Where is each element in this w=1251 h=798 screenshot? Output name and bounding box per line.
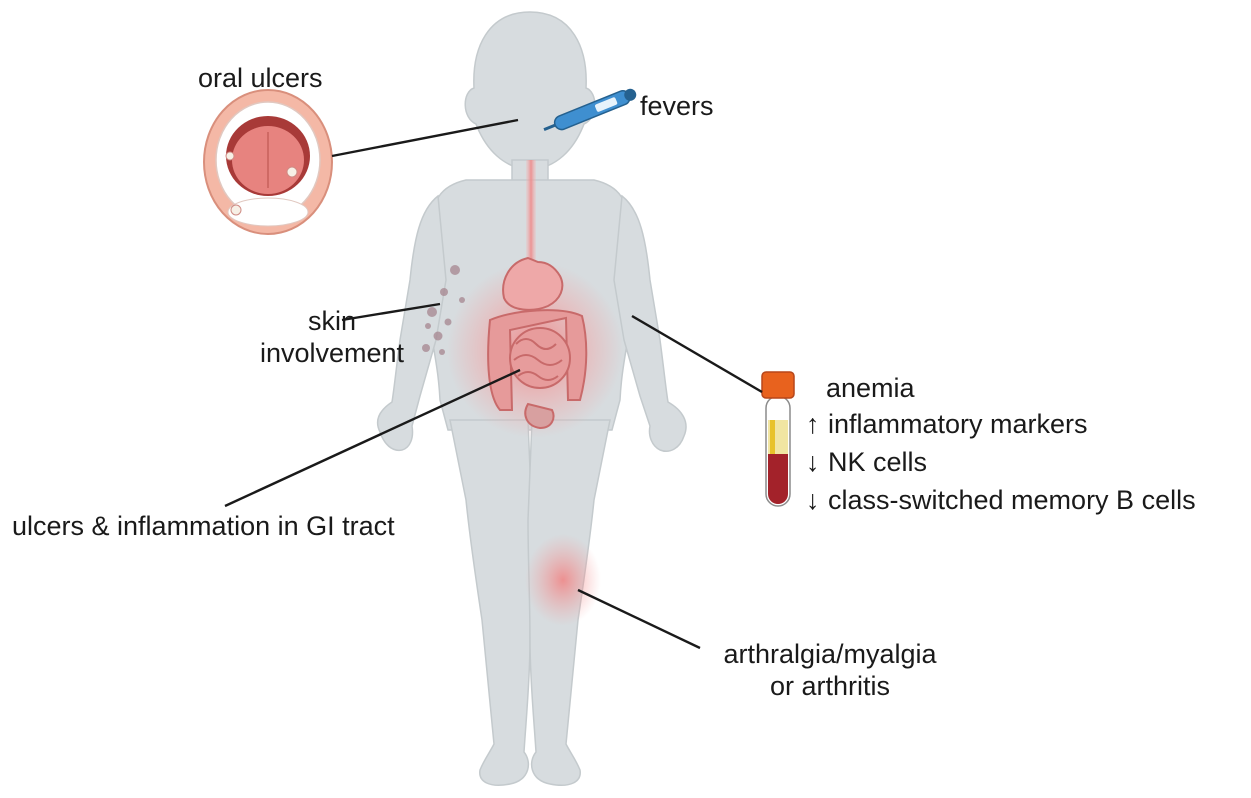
bcells-text: class-switched memory B cells: [828, 485, 1196, 515]
inflammatory-markers-label: ↑inflammatory markers: [806, 408, 1088, 440]
up-arrow-icon: ↑: [806, 408, 828, 440]
down-arrow-icon: ↓: [806, 446, 828, 478]
oral-ulcers-label: oral ulcers: [198, 62, 323, 94]
fevers-label: fevers: [640, 90, 714, 122]
blood-tube-icon: [762, 372, 794, 506]
arthralgia-line1: arthralgia/myalgia: [700, 638, 960, 670]
skin-label-line1: skin: [232, 305, 432, 337]
skin-label-line2: involvement: [232, 337, 432, 369]
arthralgia-label: arthralgia/myalgia or arthritis: [700, 638, 960, 702]
skin-involvement-label: skin involvement: [232, 305, 432, 369]
mouth-icon: [204, 90, 332, 234]
knee-inflammation-glow: [525, 534, 601, 626]
down-arrow-icon: ↓: [806, 484, 828, 516]
esophagus-icon: [526, 160, 536, 260]
arthralgia-line2: or arthritis: [700, 670, 960, 702]
gi-tract-label: ulcers & inflammation in GI tract: [12, 510, 395, 542]
nk-text: NK cells: [828, 447, 927, 477]
b-cells-label: ↓class-switched memory B cells: [806, 484, 1196, 516]
nk-cells-label: ↓NK cells: [806, 446, 927, 478]
inflammatory-text: inflammatory markers: [828, 409, 1088, 439]
anemia-label: anemia: [826, 372, 915, 404]
